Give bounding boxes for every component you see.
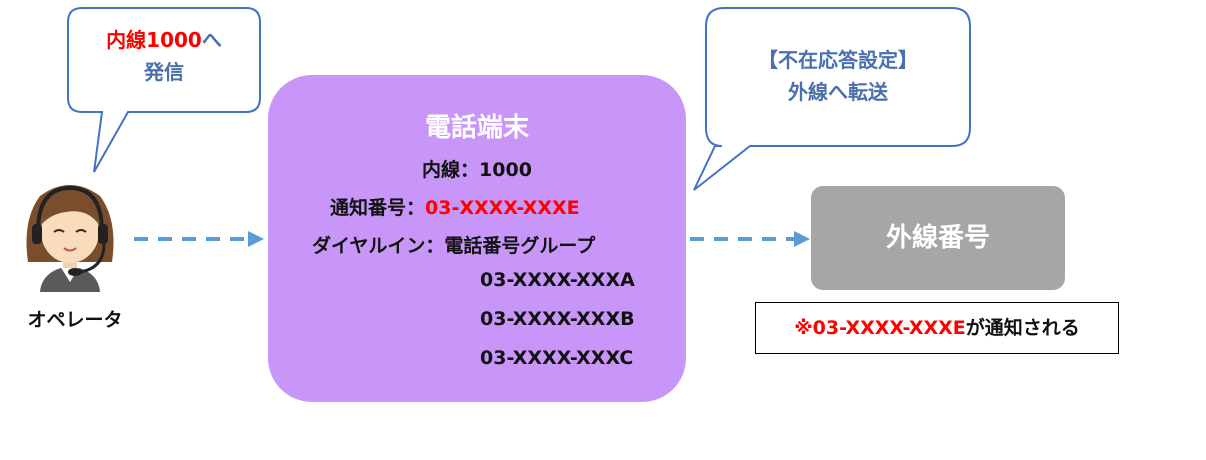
- target-extension: 内線1000: [106, 28, 202, 52]
- note-number: ※03-XXXX-XXXE: [794, 317, 966, 339]
- note-text: が通知される: [965, 317, 1080, 339]
- absence-speech-bubble: [693, 7, 971, 191]
- external-number-box: 外線番号: [811, 186, 1065, 290]
- operator-speech-bubble: [67, 7, 261, 173]
- caller-id-value: 03-XXXX-XXXE: [425, 197, 580, 219]
- operator-bubble-line1: 内線1000へ: [68, 24, 260, 56]
- arrowhead-to-external: [794, 231, 810, 247]
- absence-bubble-line1: 【不在応答設定】: [758, 48, 918, 72]
- dial-in-number: 03-XXXX-XXXA: [480, 269, 635, 291]
- terminal-title: 電話端末: [424, 113, 529, 143]
- telephone-terminal-box: 電話端末 内線：1000 通知番号：03-XXXX-XXXE ダイヤルイン：電話…: [268, 75, 686, 402]
- operator-label: オペレータ: [27, 309, 123, 331]
- dial-in-number: 03-XXXX-XXXC: [480, 347, 634, 369]
- operator-bubble-line2: 発信: [144, 60, 184, 84]
- absence-bubble-text: 【不在応答設定】 外線へ転送: [706, 44, 970, 108]
- terminal-extension: 内線：1000: [422, 159, 532, 181]
- dial-in-number: 03-XXXX-XXXB: [480, 308, 635, 330]
- operator-bubble-text: 内線1000へ 発信: [68, 24, 260, 88]
- absence-bubble-line2: 外線へ転送: [788, 80, 888, 104]
- target-suffix: へ: [201, 28, 222, 52]
- notification-note: ※03-XXXX-XXXEが通知される: [755, 302, 1119, 354]
- operator-icon: [26, 185, 114, 292]
- caller-id-label: 通知番号：: [330, 197, 426, 219]
- terminal-dial-in: ダイヤルイン：電話番号グループ: [312, 235, 596, 257]
- arrowhead-to-terminal: [248, 231, 264, 247]
- terminal-caller-id: 通知番号：03-XXXX-XXXE: [330, 193, 580, 220]
